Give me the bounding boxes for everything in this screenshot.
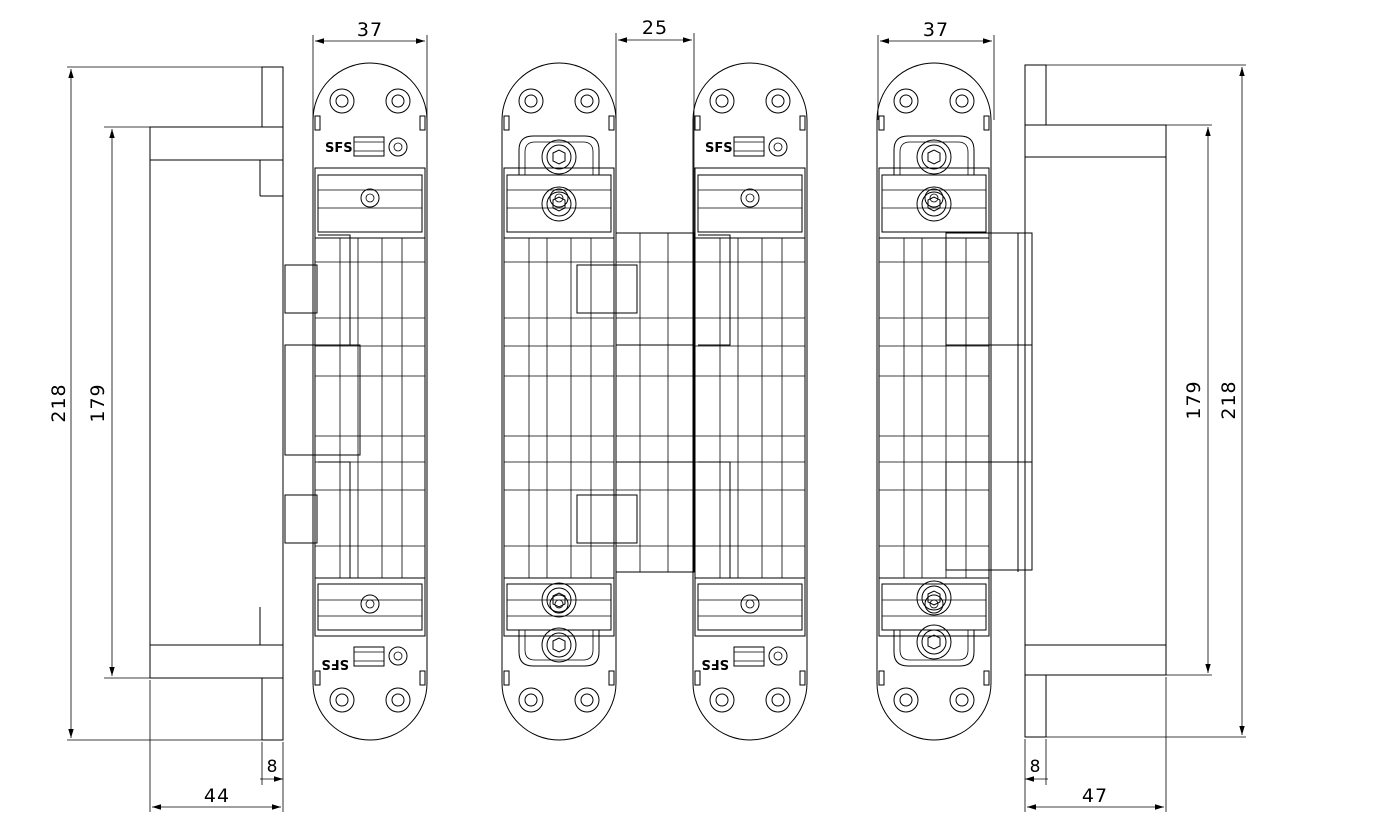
- dim-right-depth: 47: [1082, 785, 1108, 807]
- hinge-pair-pivot: [615, 232, 695, 573]
- dim-left-plate-height: 218: [48, 383, 70, 422]
- hinge-front-view-a: SFS SFS: [312, 62, 428, 741]
- dim-left-slot-height: 179: [87, 383, 109, 422]
- dim-right-slot-height: 179: [1183, 380, 1205, 419]
- brand-logo-inverted: SFS: [321, 656, 349, 671]
- dim-left-offset: 8: [267, 757, 278, 777]
- brand-logo-c-inverted: SFS: [701, 656, 729, 671]
- dim-hinge-d-width: 37: [923, 19, 949, 41]
- dim-hinge-a-width: 37: [357, 19, 383, 41]
- dim-hinge-pair-gap: 25: [642, 17, 668, 39]
- dimension-labels: 218 179 8 44 37 25 37 179 218 8 47: [48, 17, 1240, 807]
- dim-right-offset: 8: [1030, 757, 1041, 777]
- dim-right-plate-height: 218: [1218, 380, 1240, 419]
- hinge-front-view-c: SFS SFS: [692, 62, 808, 741]
- hinge-front-view-d: [876, 62, 1033, 741]
- dim-left-depth: 44: [204, 785, 230, 807]
- right-side-profile: [1017, 64, 1246, 738]
- brand-logo: SFS: [325, 141, 353, 156]
- hinge-front-view-b: [501, 62, 638, 741]
- dimension-lines: [68, 33, 1245, 812]
- brand-logo-c: SFS: [705, 141, 733, 156]
